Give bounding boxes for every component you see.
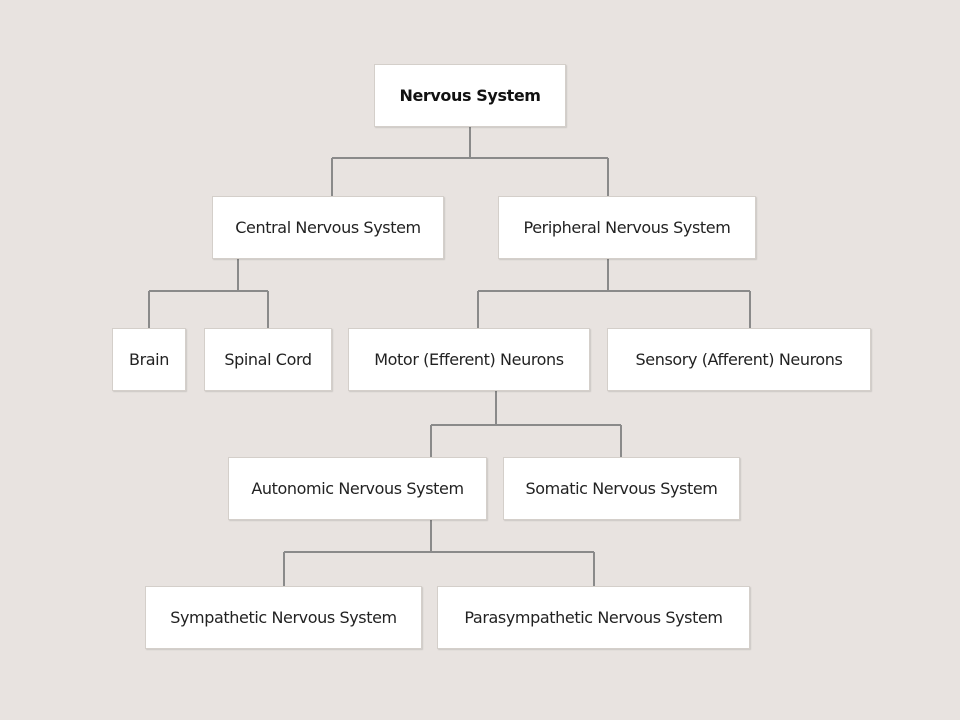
- node-peripheral-nervous-system: Peripheral Nervous System: [498, 196, 756, 259]
- node-parasympathetic-nervous-system: Parasympathetic Nervous System: [437, 586, 750, 649]
- connector-motor: [430, 391, 622, 457]
- node-autonomic-nervous-system: Autonomic Nervous System: [228, 457, 487, 520]
- connector-root: [331, 127, 609, 196]
- node-spinal-cord: Spinal Cord: [204, 328, 332, 391]
- node-sympathetic-nervous-system: Sympathetic Nervous System: [145, 586, 422, 649]
- node-motor-neurons: Motor (Efferent) Neurons: [348, 328, 590, 391]
- node-sensory-neurons: Sensory (Afferent) Neurons: [607, 328, 871, 391]
- connector-autonomic: [283, 520, 595, 586]
- node-central-nervous-system: Central Nervous System: [212, 196, 444, 259]
- connector-peripheral: [477, 259, 751, 328]
- node-brain: Brain: [112, 328, 186, 391]
- node-nervous-system: Nervous System: [374, 64, 566, 127]
- node-somatic-nervous-system: Somatic Nervous System: [503, 457, 740, 520]
- connector-central: [148, 259, 269, 328]
